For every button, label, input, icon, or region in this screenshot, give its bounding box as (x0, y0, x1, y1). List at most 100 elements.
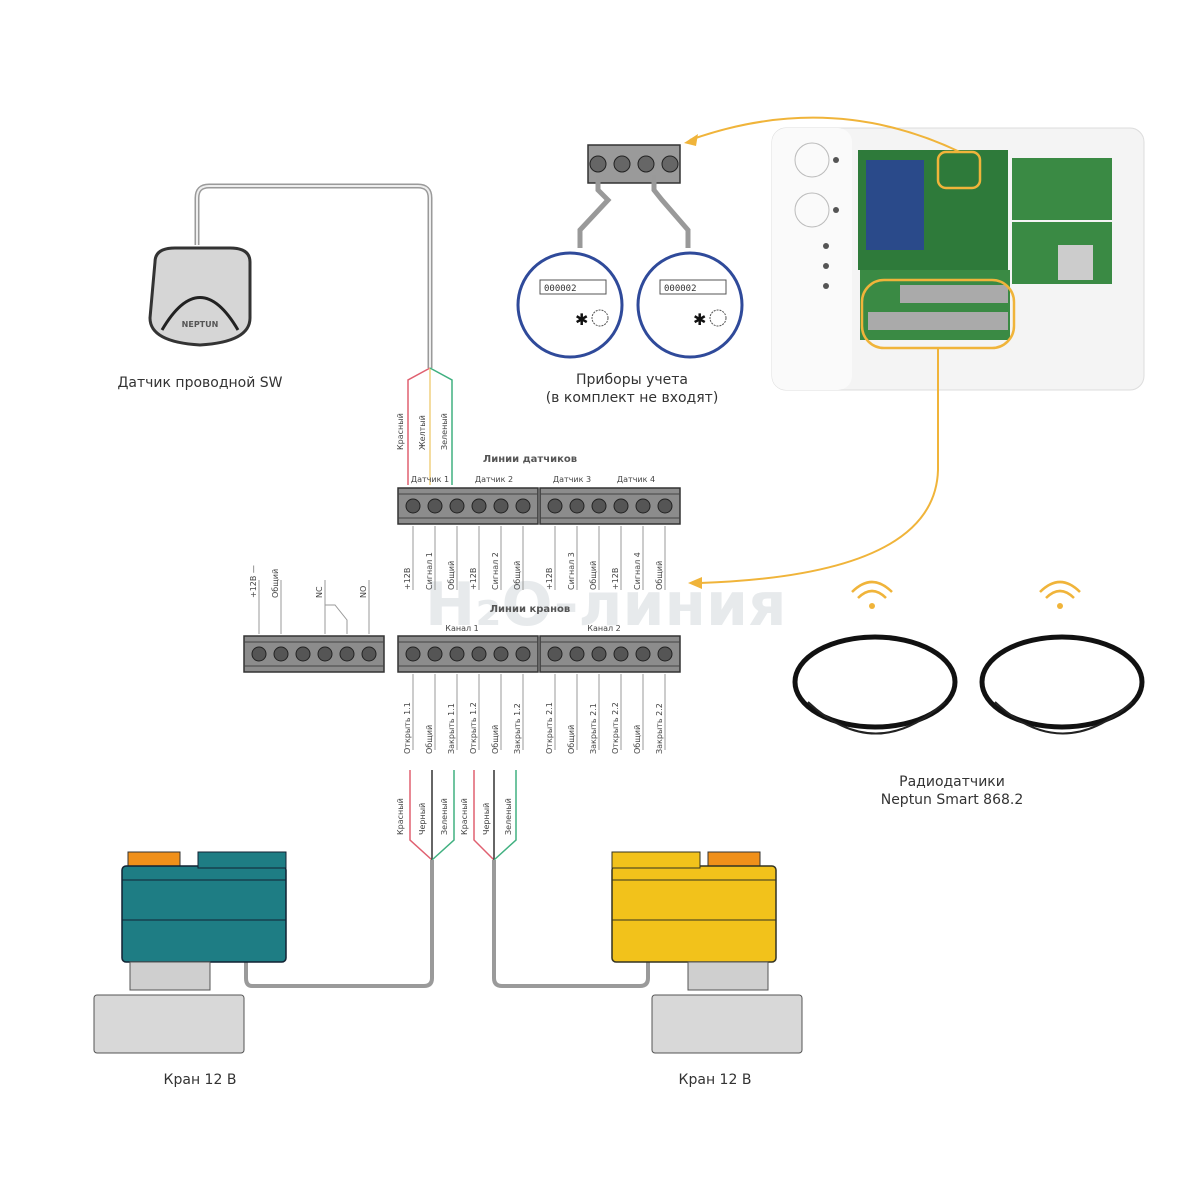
wire-red (407, 367, 431, 485)
terminal-screw (427, 498, 443, 514)
radio-sensors-label-1: Радиодатчики (899, 774, 1005, 790)
valve-1-handle (127, 851, 181, 867)
group-label-3: Датчик 3 (553, 475, 591, 484)
meter-terminal-screw (661, 155, 679, 173)
sensor-pin-label: +12В (469, 568, 478, 590)
valve-pin-label: Открыть 1.1 (403, 702, 412, 754)
valve-lines-title: Линии кранов (490, 604, 571, 615)
led-1 (833, 157, 839, 163)
valve-pin-label: Общий (633, 725, 642, 754)
terminal-screw (361, 646, 377, 662)
valve-pin-label: Открыть 1.2 (469, 702, 478, 754)
group-label-1: Датчик 1 (411, 475, 449, 484)
terminal-screw (591, 498, 607, 514)
button-on (794, 142, 830, 178)
led-wifi (823, 283, 829, 289)
valve-block-ch2 (539, 635, 681, 673)
meters-label-1: Приборы учета (576, 372, 688, 388)
valve2-wire-green (493, 770, 517, 861)
valve-pin-label: Открыть 2.2 (611, 702, 620, 754)
meter-2 (636, 251, 744, 359)
wire-label-yellow: Желтый (418, 415, 427, 450)
meter-terminal-screw (613, 155, 631, 173)
terminal-screw (547, 646, 563, 662)
controller-panel (772, 128, 852, 390)
meter-2-dial (709, 309, 727, 327)
channel-label-1: Канал 1 (445, 624, 478, 633)
valve-2: Кран 12 В (611, 851, 803, 1088)
arrow-head-1 (684, 134, 698, 146)
valve-wire-label-1: Красный (396, 798, 405, 835)
meter-1 (516, 251, 624, 359)
valve-2-label: Кран 12 В (679, 1072, 752, 1088)
arrow-to-meter-terminal (689, 116, 961, 153)
pcb-chip (1058, 245, 1093, 280)
terminal-screw (471, 498, 487, 514)
valve-1: Кран 12 В (93, 851, 287, 1088)
terminal-screw (427, 646, 443, 662)
radio-sensor-2 (979, 634, 1145, 730)
valve1-cable (244, 860, 434, 988)
sensor-pin-label: Сигнал 3 (567, 552, 576, 590)
terminal-screw (547, 498, 563, 514)
terminal-screw (635, 498, 651, 514)
sensor-pin-label: Сигнал 2 (491, 552, 500, 590)
terminal-screw (569, 498, 585, 514)
sensor-pin-label: Сигнал 4 (633, 552, 642, 590)
valve-pin-label: Открыть 2.1 (545, 702, 554, 754)
terminal-screw (339, 646, 355, 662)
valve-2-neck (687, 961, 769, 991)
meter-terminal-screw (589, 155, 607, 173)
valve-1-actuator-top (197, 851, 287, 869)
terminal-screw (569, 646, 585, 662)
valve-block-ch1 (397, 635, 539, 673)
neptun-logo: NEPTUN (182, 320, 219, 329)
valve-pin-label: Закрыть 2.1 (589, 703, 598, 754)
valve-2-actuator-top (611, 851, 701, 869)
relay-switch-contact (325, 604, 348, 634)
sensor-block-1-2 (397, 487, 539, 525)
terminal-screw (273, 646, 289, 662)
valve-1-label: Кран 12 В (164, 1072, 237, 1088)
valve-wire-label-5: Черный (482, 803, 491, 835)
terminal-screw (493, 646, 509, 662)
radio-sensor-1 (792, 634, 958, 730)
terminal-screw (657, 498, 673, 514)
wired-sensor-label: Датчик проводной SW (117, 375, 282, 391)
meter-cable-1 (577, 175, 612, 248)
radio-sensor-1-base (807, 701, 946, 735)
group-label-4: Датчик 4 (617, 475, 655, 484)
radio-module (866, 160, 924, 250)
valve-pin-label: Общий (491, 725, 500, 754)
terminal-screw (613, 498, 629, 514)
controller-terminals-bottom (868, 312, 1008, 330)
terminal-screw (449, 498, 465, 514)
pcb-module-1 (1012, 158, 1112, 220)
radio-sensors: Радиодатчики Neptun Smart 868.2 (792, 580, 1145, 808)
sensor-pin-label: +12В (611, 568, 620, 590)
wire-label-red: Красный (396, 413, 405, 450)
valve-pin-label: Общий (425, 725, 434, 754)
valve-pin-label: Закрыть 2.2 (655, 703, 664, 754)
valve-1-neck (129, 961, 211, 991)
valve-pin-label: Общий (567, 725, 576, 754)
meter-1-star-icon: ✱ (575, 310, 588, 329)
wifi-icon (851, 580, 893, 609)
meter-2-display (659, 279, 727, 295)
sensor-lines-title: Линии датчиков (483, 454, 577, 465)
radio-sensors-label-2: Neptun Smart 868.2 (881, 792, 1024, 808)
sensor-block-3-4 (539, 487, 681, 525)
valve2-wire-red (473, 770, 495, 861)
meters: 000002 000002 ✱ ✱ Приборы учета (в компл… (516, 144, 744, 406)
sensor-pin-label: Общий (513, 561, 522, 590)
terminal-screw (657, 646, 673, 662)
terminal-screw (449, 646, 465, 662)
terminal-screw (493, 498, 509, 514)
wire-green (429, 367, 453, 485)
valve-pin-label: Закрыть 1.1 (447, 703, 456, 754)
valve-wire-label-6: Зеленый (504, 798, 513, 835)
terminal-screw (251, 646, 267, 662)
led-2 (833, 207, 839, 213)
sensor-pin-label: Сигнал 1 (425, 552, 434, 590)
